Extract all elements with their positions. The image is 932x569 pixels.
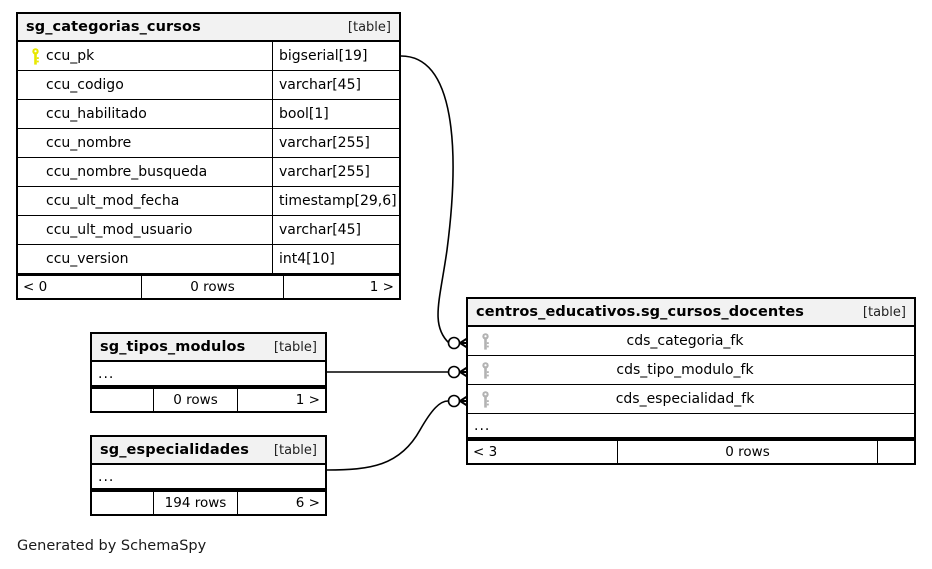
footer-prev-count[interactable]: < 0	[18, 276, 142, 298]
column-label: ccu_habilitado	[46, 106, 147, 122]
column-name-cell: ccu_version	[18, 245, 273, 273]
table-row[interactable]: ccu_ult_mod_usuario varchar[45]	[18, 216, 399, 245]
footer-next-count[interactable]: 1 >	[369, 279, 394, 295]
column-name-cell: ccu_ult_mod_fecha	[18, 187, 273, 215]
column-label: ccu_ult_mod_fecha	[46, 193, 180, 209]
generated-by-label: Generated by SchemaSpy	[17, 538, 207, 554]
column-label: cds_tipo_modulo_fk	[616, 362, 754, 378]
key-icon	[474, 332, 496, 350]
table-footer: < 0 0 rows 1 >	[18, 274, 399, 298]
footer-prev-count[interactable]	[92, 492, 154, 514]
column-type: bool[1]	[279, 106, 329, 122]
table-header: sg_categorias_cursos [table]	[18, 14, 399, 42]
edge-especialidades-to-cursos	[326, 393, 472, 471]
key-icon	[474, 361, 496, 379]
table-row[interactable]: ccu_nombre_busqueda varchar[255]	[18, 158, 399, 187]
column-name-cell: ccu_habilitado	[18, 100, 273, 128]
table-footer: 194 rows 6 >	[92, 490, 325, 514]
edge-tipos-modulos-to-cursos	[327, 364, 472, 380]
column-name-cell: ccu_nombre	[18, 129, 273, 157]
table-header: centros_educativos.sg_cursos_docentes [t…	[468, 299, 914, 327]
table-row[interactable]: ccu_nombre varchar[255]	[18, 129, 399, 158]
table-sg-categorias-cursos[interactable]: sg_categorias_cursos [table] ccu_pk bigs…	[16, 12, 401, 300]
column-name-cell: ccu_pk	[18, 42, 273, 70]
table-title: sg_categorias_cursos	[26, 19, 201, 35]
table-footer: < 3 0 rows	[468, 439, 914, 463]
key-icon	[474, 390, 496, 408]
foreign-key-icon	[481, 390, 489, 408]
table-row[interactable]: cds_especialidad_fk	[468, 385, 914, 414]
table-header: sg_especialidades [table]	[92, 437, 325, 465]
column-label: cds_especialidad_fk	[615, 391, 755, 407]
table-header: sg_tipos_modulos [table]	[92, 334, 325, 362]
column-label: cds_categoria_fk	[626, 333, 744, 349]
column-label: ccu_ult_mod_usuario	[46, 222, 193, 238]
table-row[interactable]: cds_tipo_modulo_fk	[468, 356, 914, 385]
column-name-cell: cds_especialidad_fk	[468, 385, 914, 413]
footer-row-count: 194 rows	[154, 492, 238, 514]
column-label: ccu_codigo	[46, 77, 124, 93]
table-row[interactable]: cds_categoria_fk	[468, 327, 914, 356]
collapsed-columns-indicator: ...	[92, 362, 325, 387]
column-label: ccu_nombre_busqueda	[46, 164, 208, 180]
column-name-cell: cds_categoria_fk	[468, 327, 914, 355]
table-row[interactable]: ccu_habilitado bool[1]	[18, 100, 399, 129]
column-label: ccu_version	[46, 251, 129, 267]
column-type: varchar[255]	[279, 135, 370, 151]
edge-categorias-to-cursos	[400, 55, 472, 351]
table-title: sg_tipos_modulos	[100, 339, 246, 355]
key-icon	[24, 47, 46, 65]
table-type-tag: [table]	[862, 304, 906, 320]
table-row[interactable]: ccu_version int4[10]	[18, 245, 399, 274]
footer-next-count[interactable]: 1 >	[295, 392, 320, 408]
footer-row-count: 0 rows	[618, 441, 878, 463]
column-type: varchar[45]	[279, 77, 361, 93]
collapsed-columns-indicator: ...	[92, 465, 325, 490]
column-name-cell: ccu_codigo	[18, 71, 273, 99]
table-type-tag: [table]	[273, 339, 317, 355]
column-name-cell: ccu_ult_mod_usuario	[18, 216, 273, 244]
column-label: ccu_pk	[46, 48, 95, 64]
table-sg-cursos-docentes[interactable]: centros_educativos.sg_cursos_docentes [t…	[466, 297, 916, 465]
table-row[interactable]: ccu_codigo varchar[45]	[18, 71, 399, 100]
table-row[interactable]: ccu_pk bigserial[19]	[18, 42, 399, 71]
footer-row-count: 0 rows	[142, 276, 284, 298]
foreign-key-icon	[481, 361, 489, 379]
collapsed-columns-indicator: ...	[468, 414, 914, 439]
column-type: bigserial[19]	[279, 48, 368, 64]
footer-next-count[interactable]: 6 >	[295, 495, 320, 511]
table-footer: 0 rows 1 >	[92, 387, 325, 411]
footer-prev-count[interactable]	[92, 389, 154, 411]
column-type: varchar[255]	[279, 164, 370, 180]
table-title: centros_educativos.sg_cursos_docentes	[476, 304, 805, 320]
column-type: varchar[45]	[279, 222, 361, 238]
column-type: int4[10]	[279, 251, 335, 267]
table-sg-tipos-modulos[interactable]: sg_tipos_modulos [table] ... 0 rows 1 >	[90, 332, 327, 413]
column-name-cell: cds_tipo_modulo_fk	[468, 356, 914, 384]
column-label: ccu_nombre	[46, 135, 132, 151]
foreign-key-icon	[481, 332, 489, 350]
table-type-tag: [table]	[347, 19, 391, 35]
table-title: sg_especialidades	[100, 442, 249, 458]
table-row[interactable]: ccu_ult_mod_fecha timestamp[29,6]	[18, 187, 399, 216]
primary-key-icon	[31, 47, 39, 65]
footer-prev-count[interactable]: < 3	[468, 441, 618, 463]
column-name-cell: ccu_nombre_busqueda	[18, 158, 273, 186]
footer-next-count[interactable]	[878, 441, 914, 463]
table-sg-especialidades[interactable]: sg_especialidades [table] ... 194 rows 6…	[90, 435, 327, 516]
column-type: timestamp[29,6]	[279, 193, 397, 209]
table-type-tag: [table]	[273, 442, 317, 458]
footer-row-count: 0 rows	[154, 389, 238, 411]
